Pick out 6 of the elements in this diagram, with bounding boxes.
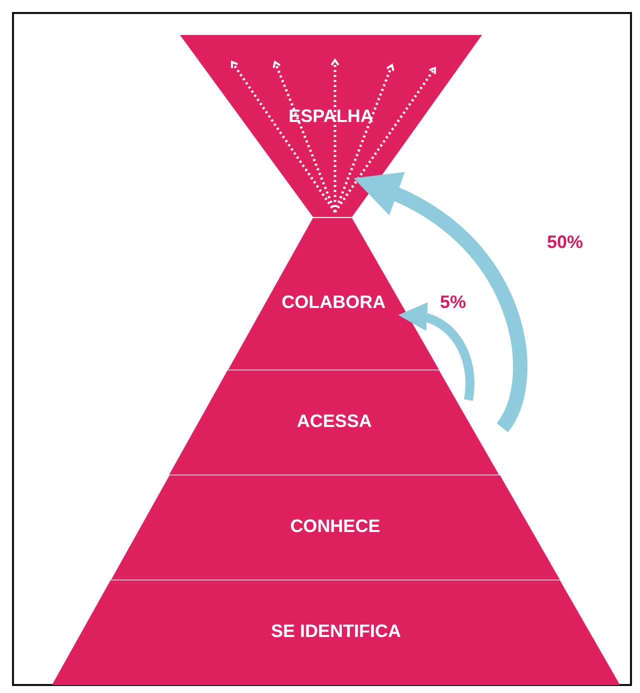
level-label: CONHECE [289,516,382,537]
level-label: SE IDENTIFICA [270,621,402,642]
level-label: COLABORA [280,292,387,313]
level-label: ACESSA [296,411,373,432]
curved-arrow [354,174,528,432]
curved-arrow [398,303,474,401]
